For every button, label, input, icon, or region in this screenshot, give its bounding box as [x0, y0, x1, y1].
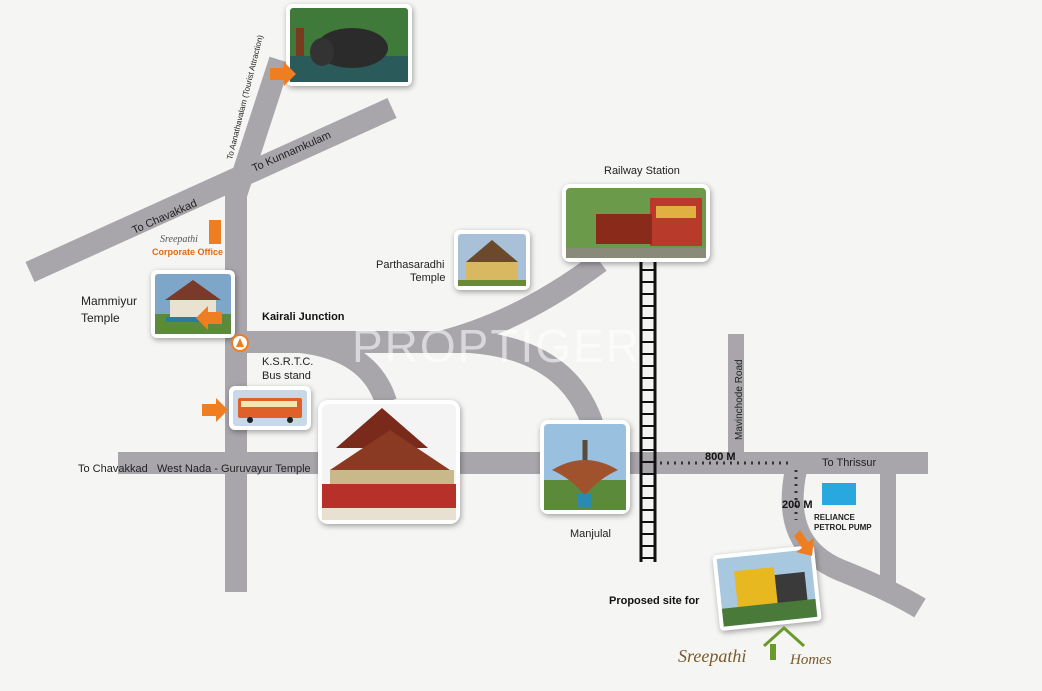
brand-logo: Sreepathi Homes [678, 625, 832, 668]
arrow-site-icon [794, 530, 814, 556]
brand-sreepathi-text: Sreepathi [678, 646, 746, 666]
arrow-mammiyur-icon [196, 306, 222, 330]
ksrtc-bus-photo [229, 386, 311, 430]
arrow-elephant-icon [270, 62, 296, 86]
guruvayur-temple-photo [318, 400, 460, 524]
label-parthasaradhi-1: Parthasaradhi [376, 259, 445, 271]
label-kairali-junction: Kairali Junction [262, 311, 345, 323]
label-corporate-office: Corporate Office [152, 247, 223, 257]
road-railway [437, 253, 607, 353]
label-200m: 200 M [782, 499, 813, 511]
manjulal-eagle-photo [540, 420, 630, 514]
road-aanathavalam [225, 56, 291, 199]
label-mavinchode-road: Mavinchode Road [734, 359, 745, 440]
house-logo-icon [762, 625, 806, 660]
watermark: PROPTIGER [352, 320, 641, 372]
arrow-bus-icon [202, 398, 228, 422]
label-800m: 800 M [705, 451, 736, 463]
parthasaradhi-temple-photo [454, 230, 530, 290]
label-manjulal: Manjulal [570, 528, 611, 540]
label-west-nada: West Nada - Guruvayur Temple [157, 463, 311, 475]
railway-track [639, 262, 657, 562]
label-ksrtc-2: Bus stand [262, 370, 311, 382]
label-reliance-2: PETROL PUMP [814, 523, 872, 532]
label-railway-station: Railway Station [604, 165, 680, 177]
label-reliance-1: RELIANCE [814, 513, 856, 522]
corporate-office-logo-icon [209, 220, 221, 244]
road-chavakkad-kunnamkulam [25, 97, 397, 283]
petrol-pump-marker [822, 483, 856, 505]
label-mammiyur-1: Mammiyur [81, 294, 137, 308]
brand-homes-text: Homes [789, 652, 832, 668]
mammiyur-temple-photo [151, 270, 235, 338]
label-to-thrissur: To Thrissur [822, 457, 877, 469]
label-sreepathi-small: Sreepathi [160, 234, 198, 245]
label-to-chavakkad-west: To Chavakkad [78, 463, 148, 475]
label-parthasaradhi-2: Temple [410, 272, 445, 284]
elephant-photo [286, 4, 412, 86]
railway-train-photo [562, 184, 710, 262]
label-mammiyur-2: Temple [81, 311, 120, 325]
label-ksrtc-1: K.S.R.T.C. [262, 356, 313, 368]
road-to-site [781, 467, 926, 618]
road-arc-temple [298, 331, 397, 406]
label-proposed-site: Proposed site for [609, 595, 700, 607]
junction-marker-icon [236, 338, 244, 347]
proposed-site-photo [712, 545, 822, 631]
